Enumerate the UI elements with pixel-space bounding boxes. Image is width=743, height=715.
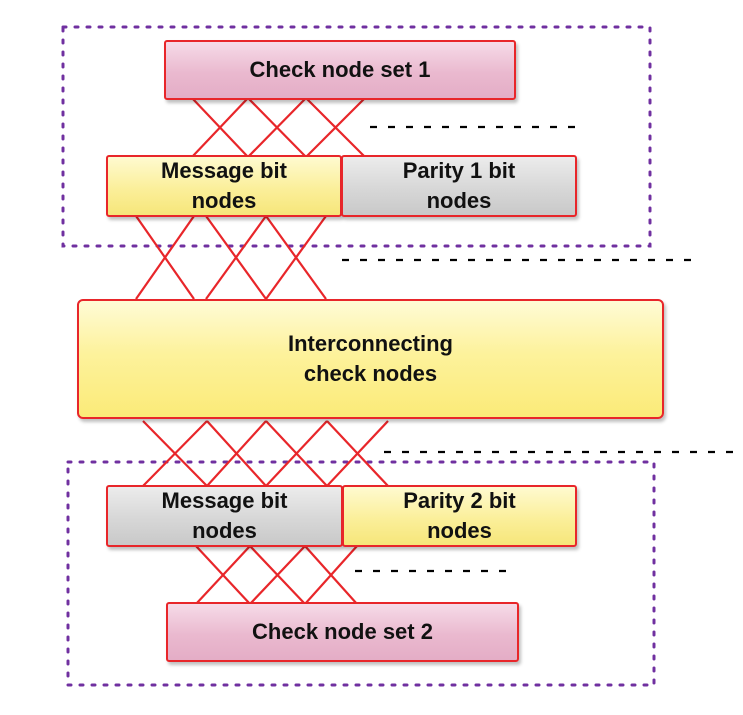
- check-node-set-2: Check node set 2: [166, 602, 519, 662]
- group-1-boundary: [61, 25, 652, 248]
- message-bit-nodes-2: Message bit nodes: [106, 485, 343, 547]
- message-bit-nodes-1: Message bit nodes: [106, 155, 342, 217]
- group-2-boundary: [66, 460, 656, 687]
- continuation-dashes: [342, 125, 738, 573]
- edges-interconnect-message2: [142, 420, 389, 487]
- edges-message1-interconnect: [135, 215, 327, 300]
- edges-check1-message1: [191, 97, 366, 158]
- check-node-set-1: Check node set 1: [164, 40, 516, 100]
- parity-1-bit-nodes: Parity 1 bit nodes: [341, 155, 577, 217]
- interconnecting-check-nodes: Interconnecting check nodes: [77, 299, 664, 419]
- edges-message2-check2: [195, 545, 358, 605]
- parity-2-bit-nodes: Parity 2 bit nodes: [342, 485, 577, 547]
